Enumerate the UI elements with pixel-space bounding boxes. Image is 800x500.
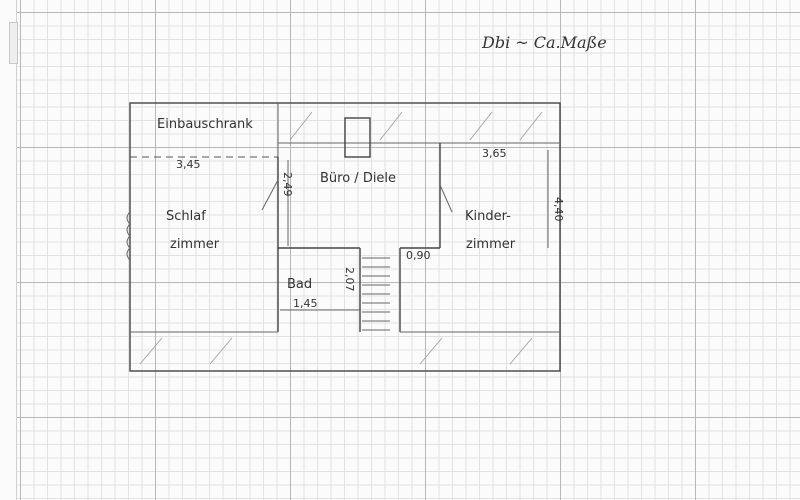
label-buero-diele: Büro / Diele	[320, 171, 396, 186]
dim-stair-width: 0,90	[406, 249, 431, 262]
window-left	[126, 211, 131, 261]
label-einbauschrank: Einbauschrank	[157, 117, 253, 132]
label-schlaf-1: Schlaf	[166, 209, 206, 224]
dim-bad-width: 1,45	[293, 297, 318, 310]
outer-wall	[129, 102, 561, 372]
chimney	[344, 117, 371, 158]
dim-bad-depth: 2,07	[343, 267, 356, 292]
kids-room-door	[439, 184, 453, 213]
dim-kinder-width: 3,65	[482, 147, 507, 160]
hatching-bottom	[139, 337, 533, 365]
label-bad: Bad	[287, 277, 312, 292]
dim-kinder-depth: 4,40	[552, 197, 565, 222]
hatching-top	[289, 111, 543, 141]
label-schlaf-2: zimmer	[170, 237, 220, 252]
paper-margin	[0, 0, 18, 500]
dim-buero-depth: 2,49	[281, 172, 294, 197]
staircase	[362, 257, 390, 331]
bedroom-door	[261, 179, 279, 211]
margin-tab	[9, 22, 18, 64]
label-kinder-1: Kinder-	[465, 209, 511, 224]
header-note: Dbi ~ Ca.Maße	[481, 33, 607, 52]
dim-schlaf-width: 3,45	[176, 158, 201, 171]
label-kinder-2: zimmer	[466, 237, 516, 252]
